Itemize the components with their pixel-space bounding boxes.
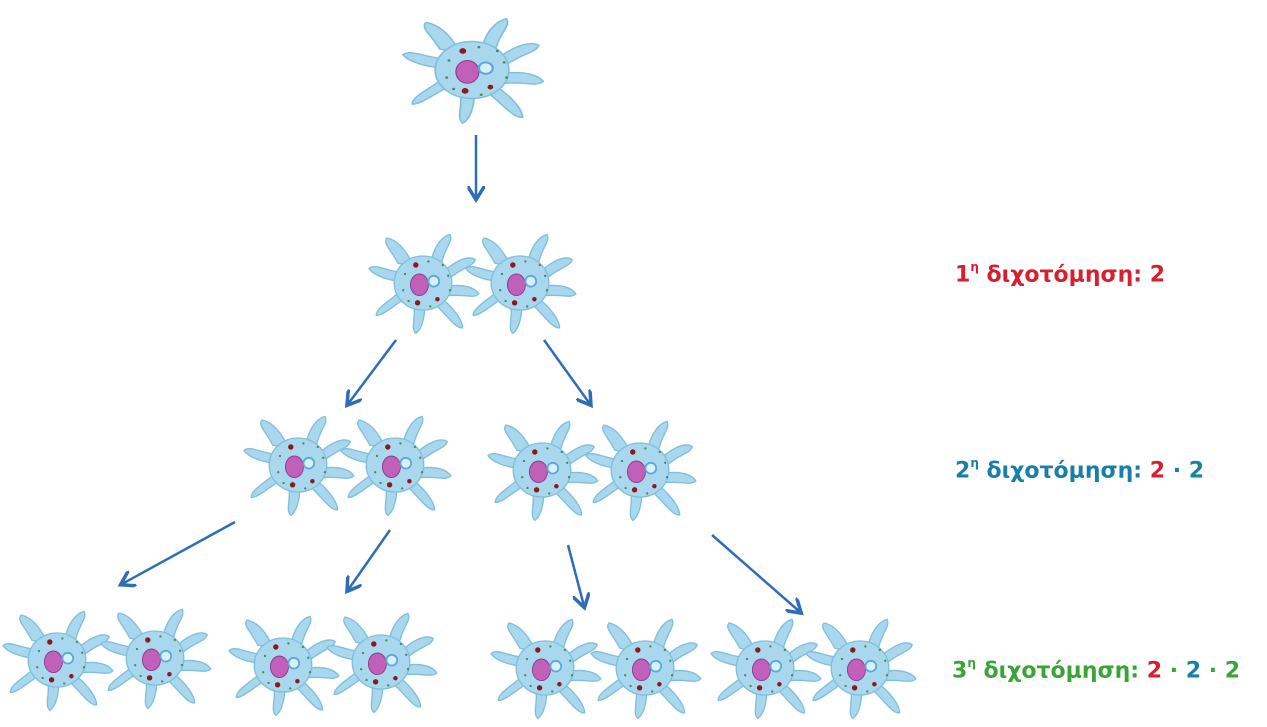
arrow-gen3-2: [348, 529, 392, 590]
gen3-amoeba: [228, 615, 340, 717]
arrow-gen3-1: [122, 520, 236, 584]
label-suffix: η: [970, 456, 979, 470]
label-text: διχοτόμηση:: [978, 458, 1150, 484]
label-ordinal: 1: [955, 262, 971, 288]
label-ordinal: 2: [955, 458, 971, 484]
division-label-3: 3η διχοτόμηση: 2 · 2 · 2: [952, 656, 1241, 684]
label-suffix: η: [967, 656, 976, 670]
formula-term: 2: [1149, 262, 1166, 288]
label-suffix: η: [970, 260, 979, 274]
formula-term: 2: [1185, 658, 1202, 684]
formula-term: ·: [1201, 658, 1225, 684]
formula-term: ·: [1162, 658, 1186, 684]
gen3-amoeba: [590, 618, 702, 720]
label-text: διχοτόμηση:: [978, 262, 1150, 288]
arrow-gen2-right: [542, 339, 590, 404]
gen3-amoeba: [100, 608, 212, 710]
arrow-gen2-left: [348, 339, 397, 404]
gen3-amoeba: [326, 612, 438, 714]
gen3-amoeba: [490, 618, 602, 720]
gen3-amoeba: [2, 610, 114, 712]
gen2-amoeba: [585, 420, 697, 522]
formula-term: 2: [1188, 458, 1205, 484]
label-text: διχοτόμηση:: [975, 658, 1147, 684]
parent-amoeba: [401, 17, 545, 125]
gen2-amoeba: [243, 415, 355, 517]
formula-term: ·: [1165, 458, 1189, 484]
arrow-gen3-4: [711, 534, 800, 612]
gen1-amoeba: [368, 233, 480, 335]
formula-term: 2: [1146, 658, 1163, 684]
formula-term: 2: [1224, 658, 1241, 684]
division-label-1: 1η διχοτόμηση: 2: [955, 260, 1166, 288]
gen3-amoeba: [805, 618, 917, 720]
division-label-2: 2η διχοτόμηση: 2 · 2: [955, 456, 1205, 484]
gen1-amoeba: [465, 233, 577, 335]
gen2-amoeba: [487, 420, 599, 522]
gen2-amoeba: [340, 415, 452, 517]
arrow-gen3-3: [566, 544, 584, 606]
gen3-amoeba: [710, 618, 822, 720]
label-ordinal: 3: [952, 658, 968, 684]
formula-term: 2: [1149, 458, 1166, 484]
